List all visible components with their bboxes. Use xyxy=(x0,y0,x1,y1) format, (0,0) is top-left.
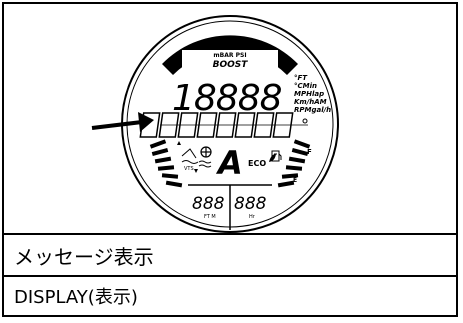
fuel-full-label: F xyxy=(307,148,312,156)
water-temp-icon xyxy=(198,160,212,168)
fuel-pump-icon xyxy=(271,150,282,162)
dot-indicator-icon xyxy=(302,118,308,124)
down-triangle-icon xyxy=(194,169,198,173)
figure-table: mBAR PSI BOOST 18888 °FT °CMin MPHlap Km… xyxy=(2,2,458,317)
caption-japanese-row: メッセージ表示 xyxy=(4,235,456,277)
figure-cell: mBAR PSI BOOST 18888 °FT °CMin MPHlap Km… xyxy=(4,4,456,235)
left-lower-digits: 888 xyxy=(192,194,225,214)
units-stack: °FT °CMin MPHlap Km/hAM RPMgal/h xyxy=(294,74,331,114)
left-lower-unit: FT M xyxy=(204,214,216,220)
unit-mphlap: MPHlap xyxy=(294,90,324,98)
trim-vts-icon xyxy=(181,148,199,164)
main-digits: 18888 xyxy=(172,78,282,119)
gauge-display-diagram: mBAR PSI BOOST 18888 °FT °CMin MPHlap Km… xyxy=(91,15,339,233)
gear-character: A xyxy=(215,144,243,182)
unit-ft: °FT xyxy=(294,74,308,82)
unit-kmham: Km/hAM xyxy=(294,98,327,106)
unit-rpmgalh: RPMgal/h xyxy=(294,106,331,114)
boost-arc-segments xyxy=(162,35,298,75)
propeller-icon xyxy=(200,146,212,158)
right-bar-graph xyxy=(277,139,311,188)
message-segments xyxy=(139,112,308,138)
vts-label: VTS xyxy=(184,166,194,172)
up-triangle-icon xyxy=(177,141,181,145)
left-bar-graph xyxy=(149,139,183,188)
unit-cmin: °CMin xyxy=(294,82,317,90)
boost-label: BOOST xyxy=(213,60,249,70)
caption-japanese: メッセージ表示 xyxy=(14,244,154,269)
caption-english-row: DISPLAY(表示) xyxy=(4,277,463,315)
fuel-empty-label: E xyxy=(293,177,297,184)
right-lower-digits: 888 xyxy=(234,194,267,214)
right-lower-unit: Hr xyxy=(249,214,256,220)
caption-english: DISPLAY(表示) xyxy=(14,287,138,308)
eco-label: ECO xyxy=(248,159,266,168)
boost-units-label: mBAR PSI xyxy=(213,52,246,59)
